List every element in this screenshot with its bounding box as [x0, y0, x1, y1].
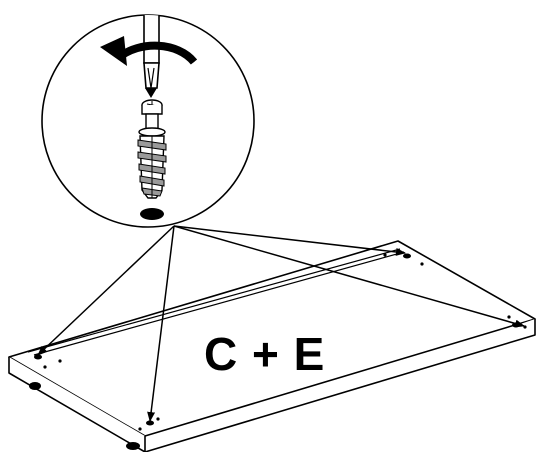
arrow-to-hole-front-right [173, 225, 525, 328]
panel-front-edge [8, 357, 146, 453]
part-label: C + E [204, 328, 326, 380]
cam-bolt-icon [137, 99, 167, 199]
panel-foot [29, 382, 41, 390]
screwdriver-icon [143, 15, 160, 98]
arrow-to-hole-front-left [37, 225, 175, 356]
rotate-clockwise-arrow-icon [100, 36, 198, 66]
arrow-to-hole-back-right [173, 225, 406, 256]
hole-marker-icon [140, 208, 164, 220]
arrow-to-hole-front-mid [147, 225, 175, 422]
panel-foot [126, 442, 140, 450]
detail-magnifier [41, 14, 255, 228]
panel [8, 240, 536, 453]
panel-groove [27, 248, 401, 353]
leader-arrows [37, 225, 525, 422]
